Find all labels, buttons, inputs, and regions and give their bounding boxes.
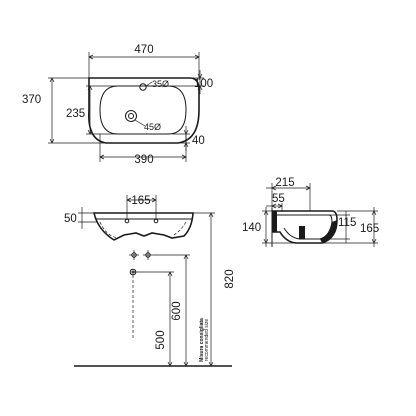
wall-fixing-right <box>143 250 190 260</box>
dim-100: 100 <box>194 78 213 90</box>
dim-165: 165 <box>131 195 150 207</box>
fixing-hole-left <box>124 218 130 224</box>
label-tap-35: 35Ø <box>152 79 169 89</box>
basin-front-profile <box>92 212 194 241</box>
dim-50: 50 <box>64 213 77 225</box>
tap-hole <box>139 83 147 91</box>
side-view: 215 55 140 115 165 <box>242 177 379 247</box>
front-view: 165 50 500 600 <box>64 195 236 367</box>
section-fill-front <box>320 220 337 243</box>
recommended-note-it: Misura consigliata <box>199 318 205 362</box>
drain-hole <box>125 110 137 122</box>
section-fill-left <box>272 211 277 232</box>
dim-55: 55 <box>272 193 285 205</box>
wall-fixing-left <box>129 250 139 260</box>
dim-140: 140 <box>242 222 261 234</box>
dim-235: 235 <box>66 108 85 120</box>
label-drain-45: 45Ø <box>144 122 161 132</box>
drain-outlet <box>129 268 137 340</box>
dim-165-side: 165 <box>360 223 379 235</box>
dim-40: 40 <box>192 135 205 147</box>
dim-370: 370 <box>22 94 41 106</box>
basin-outline <box>88 77 200 144</box>
drain-inner <box>128 113 134 119</box>
top-view: 470 370 235 100 35Ø 45Ø 40 <box>22 44 213 166</box>
dim-820: 820 <box>224 269 236 288</box>
fixing-hole-right <box>153 218 159 224</box>
recommended-note-en: recommended size <box>204 319 210 361</box>
dim-500: 500 <box>155 330 167 349</box>
dim-115: 115 <box>338 217 356 229</box>
bowl-outline <box>99 85 187 135</box>
dim-600: 600 <box>171 301 183 320</box>
dim-215: 215 <box>275 177 294 189</box>
dim-470: 470 <box>134 44 153 56</box>
dim-390: 390 <box>134 154 153 166</box>
